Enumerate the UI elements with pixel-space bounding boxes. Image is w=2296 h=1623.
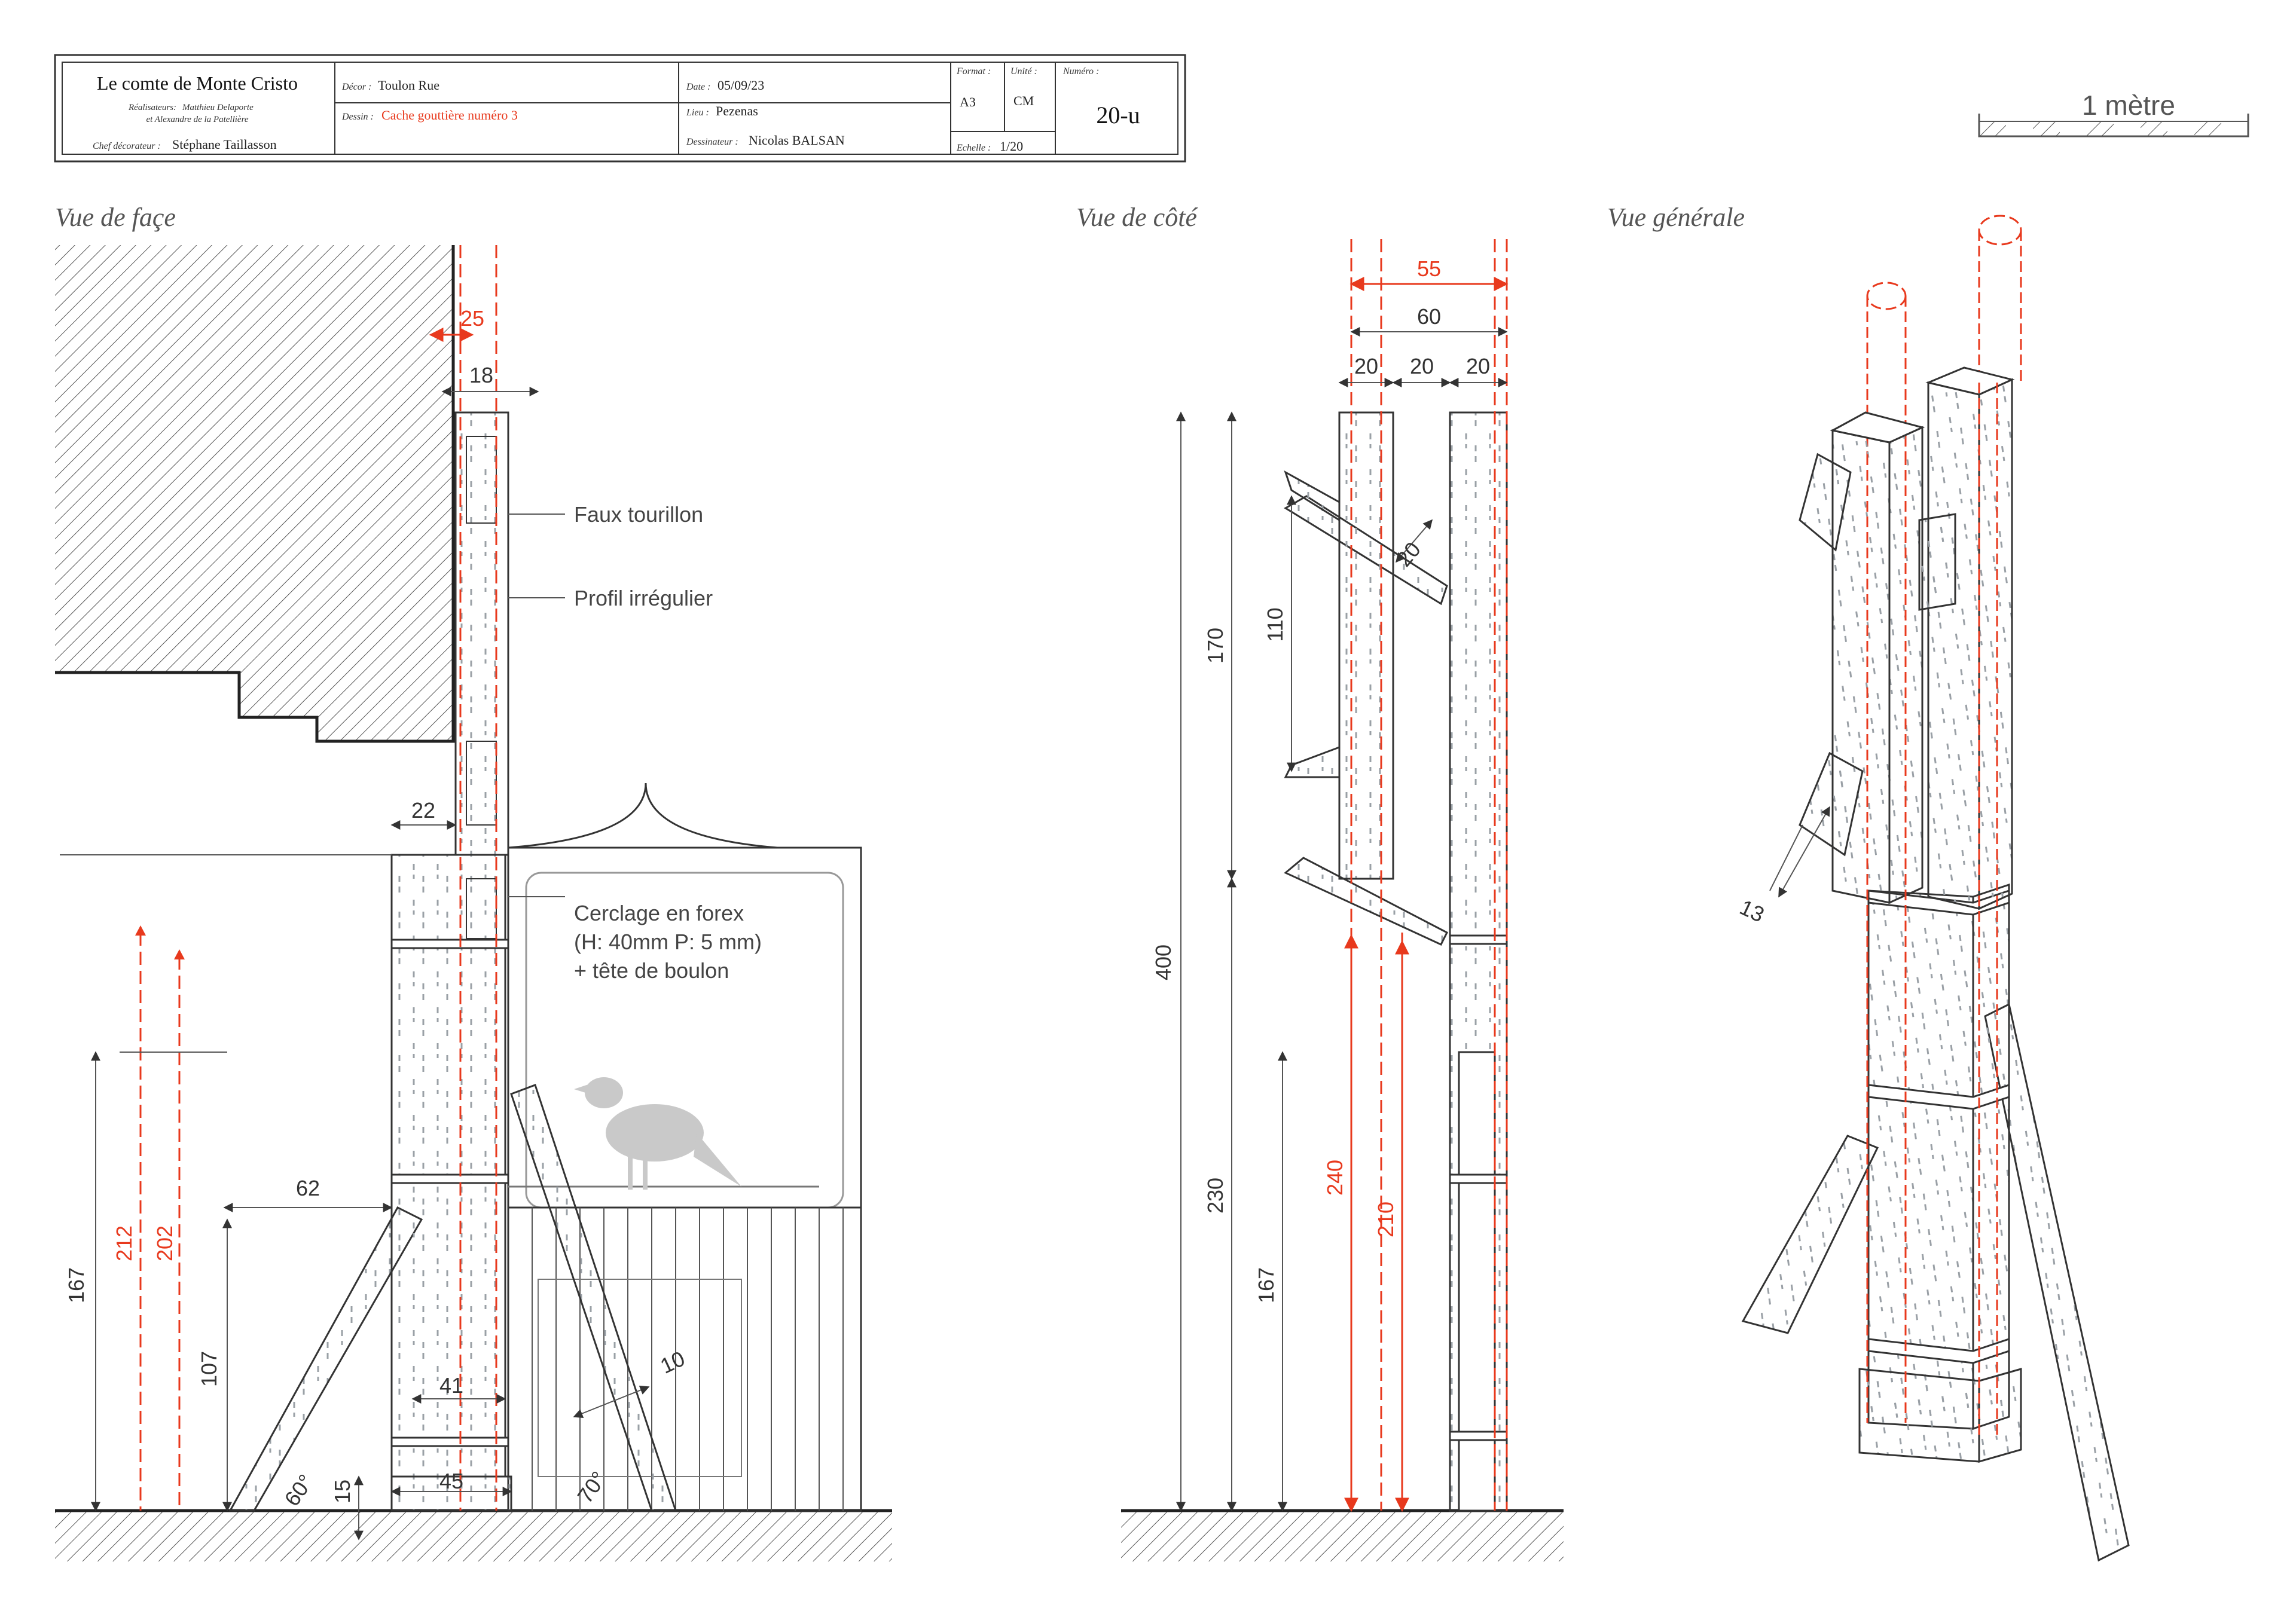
dim-20-b: 20: [1410, 354, 1434, 378]
echelle-label: Echelle :: [956, 143, 991, 153]
project-title: Le comte de Monte Cristo: [97, 72, 298, 94]
format-value: A3: [960, 94, 976, 109]
dim-10: 10: [657, 1346, 689, 1379]
callout-faux-tourillon: Faux tourillon: [574, 502, 703, 527]
callout-cerclage-2: (H: 40mm P: 5 mm): [574, 930, 762, 954]
angle-60: 60°: [279, 1470, 318, 1511]
lieu-value: Pezenas: [716, 103, 758, 118]
dim-13: 13: [1736, 895, 1768, 927]
crow-figure: [574, 1077, 741, 1190]
dim-15: 15: [330, 1480, 355, 1503]
dim-41: 41: [439, 1373, 463, 1398]
dim-20-a: 20: [1354, 354, 1378, 378]
unite-value: CM: [1013, 93, 1034, 108]
general-view-title: Vue générale: [1607, 203, 1745, 232]
dim-400: 400: [1151, 945, 1176, 980]
dim-167: 167: [64, 1267, 88, 1303]
dim-60: 60: [1417, 304, 1441, 329]
dim-55: 55: [1417, 256, 1441, 281]
dessin-value: Cache gouttière numéro 3: [381, 108, 518, 123]
dim-240: 240: [1323, 1160, 1347, 1196]
echelle-value: 1/20: [1000, 139, 1023, 154]
dim-45: 45: [439, 1469, 463, 1493]
chief-label: Chef décorateur :: [93, 141, 161, 151]
front-view: 25 18 22 62 212 202 167 107 41 45 15 10 …: [55, 245, 892, 1561]
callout-cerclage-1: Cerclage en forex: [574, 901, 744, 925]
side-view: 55 60 20 20 20 20 110 170 400 230 167 24…: [1121, 239, 1564, 1561]
dim-25: 25: [460, 306, 484, 331]
dim-20-c: 20: [1466, 354, 1490, 378]
dessinateur-label: Dessinateur :: [686, 137, 738, 147]
directors-line2: et Alexandre de la Patellière: [146, 115, 248, 124]
dim-230: 230: [1203, 1178, 1228, 1214]
dim-110: 110: [1263, 607, 1287, 641]
date-value: 05/09/23: [718, 78, 764, 93]
scale-bar: 1 mètre: [1978, 90, 2249, 137]
dim-202: 202: [152, 1225, 177, 1261]
directors-label: Réalisateurs:: [128, 103, 176, 112]
decor-value: Toulon Rue: [378, 78, 439, 93]
format-label: Format :: [956, 66, 991, 77]
callout-profil: Profil irrégulier: [574, 586, 713, 610]
dim-18: 18: [469, 363, 493, 387]
dim-22: 22: [411, 798, 435, 823]
numero-label: Numéro :: [1062, 66, 1099, 77]
dim-212: 212: [112, 1225, 136, 1261]
dim-170: 170: [1203, 628, 1228, 664]
numero-value: 20-u: [1096, 102, 1140, 129]
chief-value: Stéphane Taillasson: [172, 137, 277, 152]
dessin-label: Dessin :: [341, 112, 374, 122]
scale-bar-label: 1 mètre: [2082, 90, 2175, 121]
dessinateur-value: Nicolas BALSAN: [749, 133, 845, 148]
general-view: 13: [1736, 215, 2130, 1562]
dim-107: 107: [197, 1351, 221, 1387]
title-block: Le comte de Monte Cristo Réalisateurs: M…: [54, 54, 1186, 163]
dim-210: 210: [1373, 1202, 1398, 1237]
directors-line1: Matthieu Delaporte: [182, 103, 254, 112]
date-label: Date :: [686, 82, 710, 92]
side-view-title: Vue de côté: [1076, 203, 1198, 232]
front-view-title: Vue de façe: [55, 203, 176, 232]
unite-label: Unité :: [1010, 66, 1037, 77]
angle-70: 70°: [572, 1467, 611, 1508]
dim-62: 62: [296, 1176, 320, 1200]
decor-label: Décor :: [341, 82, 371, 92]
callout-cerclage-3: + tête de boulon: [574, 958, 729, 983]
dim-167-side: 167: [1254, 1267, 1278, 1303]
lieu-label: Lieu :: [686, 108, 709, 118]
